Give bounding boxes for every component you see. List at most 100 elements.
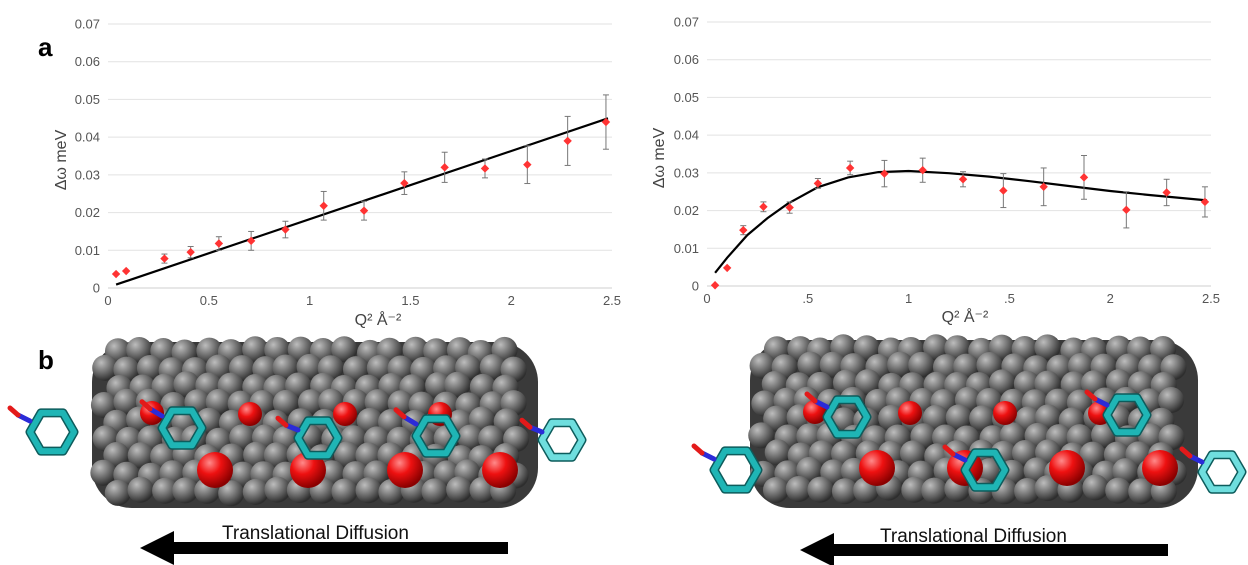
x-tick-label: 2.5 [603,293,621,308]
carbon-sphere [446,476,473,503]
carbon-sphere [297,389,324,416]
data-point [214,239,224,248]
diffusion-arrow [140,531,508,565]
data-point [739,225,748,235]
oxygen-bond [1179,446,1193,459]
oxygen-sphere [333,402,357,426]
data-point [121,266,131,276]
carbon-sphere [218,480,245,507]
carbon-sphere [748,422,775,449]
data-point [845,163,855,173]
carbon-sphere [229,424,256,451]
carbon-sphere [127,476,154,503]
x-axis-label: Q² Å⁻² [355,310,402,329]
molecule [275,415,343,460]
carbon-sphere [764,439,791,466]
arrow-shaft [830,544,1168,556]
data-point [759,202,768,211]
carbon-sphere [272,354,299,381]
carbon-sphere [331,478,358,505]
arrow-label-right: Translational Diffusion [880,526,1067,547]
carbon-sphere [854,369,881,396]
x-tick-label: 1 [905,291,912,306]
data-point [785,203,794,212]
data-point [160,254,169,263]
y-tick-label: 0.04 [674,128,699,143]
carbon-sphere [425,372,452,399]
carbon-sphere [1128,478,1155,505]
carbon-sphere [819,351,846,378]
y-tick-label: 0.05 [674,90,699,105]
oxygen-sphere [859,450,895,486]
carbon-sphere [242,478,269,505]
oxygen-bond [275,415,289,428]
carbon-sphere [457,424,484,451]
carbon-sphere [296,353,323,380]
carbon-sphere [1105,477,1132,504]
ring [295,417,341,459]
y-tick-label: 0.06 [674,52,699,67]
y-axis-label: Δω meV [651,127,668,188]
y-axis-label: Δω meV [53,129,70,190]
data-point [1162,188,1171,197]
carbon-sphere [763,405,790,432]
molecule [519,417,587,462]
carbon-sphere [479,354,506,381]
y-tick-label: 0.03 [75,167,100,182]
data-point [281,225,290,234]
carbon-sphere [1158,387,1185,414]
carbon-sphere [945,404,972,431]
carbon-sphere [242,336,269,363]
molecule [691,443,763,494]
data-point [1079,173,1089,182]
molecule [804,391,872,439]
carbon-sphere [853,335,880,362]
carbon-sphere [1082,474,1109,501]
carbon-sphere [92,354,119,381]
carbon-sphere [785,476,812,503]
data-point [186,247,195,257]
carbon-sphere [807,476,834,503]
oxygen-bond [7,405,21,418]
data-point [1039,182,1048,192]
data-point [999,186,1008,195]
data-point [563,136,572,146]
y-tick-label: 0.02 [674,203,699,218]
carbon-sphere [749,352,776,379]
y-tick-label: 0 [93,281,100,296]
data-point [246,236,256,246]
molecule [942,444,1010,492]
carbon-sphere [444,371,471,398]
y-tick-label: 0 [692,279,699,294]
carbon-sphere [887,351,914,378]
carbon-sphere [922,404,949,431]
carbon-sphere [969,405,996,432]
data-point [319,201,328,210]
carbon-sphere [264,476,291,503]
oxygen-sphere [1049,450,1085,486]
x-tick-label: 1 [306,293,313,308]
carbon-sphere [989,369,1016,396]
carbon-sphere [90,459,117,486]
data-point [111,269,121,279]
carbon-sphere [421,478,448,505]
data-point [400,178,409,188]
ring [539,419,585,461]
x-tick-label: 0.5 [200,293,218,308]
oxygen-bond [139,399,153,412]
carbon-sphere [272,389,299,416]
ring [27,409,77,455]
carbon-sphere [478,425,505,452]
carbon-sphere [172,477,199,504]
carbon-sphere [797,351,824,378]
oxygen-bond [1084,389,1098,402]
carbon-sphere [831,478,858,505]
data-point [440,163,449,172]
data-point [480,164,490,173]
ring [1199,451,1245,493]
y-tick-label: 0.06 [75,54,100,69]
y-tick-label: 0.04 [75,130,100,145]
